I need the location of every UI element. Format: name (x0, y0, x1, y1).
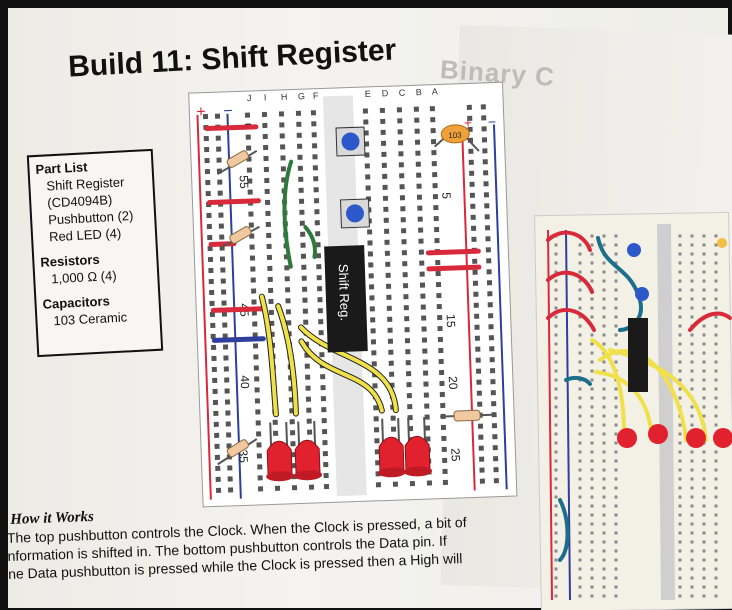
rail-red-left (196, 114, 212, 500)
col-letter: B (416, 87, 422, 97)
red-led (294, 420, 323, 481)
yellow-jumper-wire (299, 339, 384, 413)
red-jumper-wire (204, 124, 259, 132)
green-jumper-wire (282, 159, 294, 269)
col-letter: I (264, 92, 267, 102)
red-jumper-wire (210, 306, 265, 313)
red-jumper-wire (425, 248, 481, 256)
row-number: 40 (238, 375, 252, 389)
red-jumper-wire (207, 198, 261, 205)
col-letter: A (432, 86, 438, 96)
pushbutton-top (335, 126, 366, 157)
real-breadboard-photo (534, 211, 732, 610)
yellow-jumper-wire (298, 325, 398, 413)
rail-minus-label: − (223, 103, 233, 120)
photo-blue-wire (558, 498, 570, 562)
photo-red-wire (546, 230, 592, 252)
pushbutton-bottom (339, 198, 370, 229)
resistor (440, 409, 497, 422)
rail-blue-right (492, 124, 508, 490)
blue-jumper-wire (211, 336, 266, 343)
photo-blue-wire (564, 375, 592, 386)
photo-led (648, 424, 668, 444)
col-letter: F (313, 91, 319, 101)
col-letter: C (399, 88, 406, 98)
photo-yellow-wire (608, 348, 708, 442)
row-number: 5 (439, 192, 453, 199)
green-jumper-wire (303, 225, 317, 259)
red-jumper-wire (426, 264, 482, 272)
col-letter: J (247, 93, 252, 103)
resistor (217, 438, 258, 466)
photo-capacitor (717, 238, 727, 248)
photo-button (627, 243, 641, 257)
col-letter: E (365, 89, 371, 99)
photo-led (713, 428, 732, 448)
photo-button (635, 287, 649, 301)
photo-red-wire (546, 270, 594, 294)
resistor (219, 225, 260, 250)
ceramic-capacitor: 103 (434, 124, 480, 152)
red-led (378, 418, 407, 478)
rail-red-right (460, 125, 476, 491)
rail-plus-label-right: + (464, 114, 473, 130)
rail-minus-label-right: − (488, 113, 497, 129)
rail-blue-left (226, 113, 242, 499)
photo-red-wire (546, 308, 596, 332)
photo-led (617, 428, 637, 448)
row-number: 20 (446, 376, 460, 390)
shift-register-chip: Shift Reg. (324, 245, 368, 353)
photo-led (686, 428, 706, 448)
rail-plus-label: + (196, 104, 206, 121)
photo-red-wire (688, 311, 732, 332)
photo-chip (628, 318, 648, 392)
photo-yellow-wire (590, 338, 627, 442)
col-letter: H (281, 92, 288, 102)
red-led (266, 421, 295, 482)
red-jumper-wire (208, 241, 237, 247)
row-number: 55 (237, 175, 251, 189)
part-list-box: Part List Shift Register (CD4094B) Pushb… (26, 148, 164, 358)
capacitor-label: 103 (448, 131, 462, 140)
col-letter: G (298, 91, 305, 101)
chip-label: Shift Reg. (336, 264, 353, 322)
resistor (217, 149, 258, 176)
red-led (404, 417, 433, 477)
yellow-jumper-wire (259, 294, 278, 417)
col-letter: D (382, 88, 389, 98)
yellow-jumper-wire (276, 304, 298, 416)
row-number: 25 (448, 448, 462, 462)
row-number: 15 (444, 314, 458, 328)
